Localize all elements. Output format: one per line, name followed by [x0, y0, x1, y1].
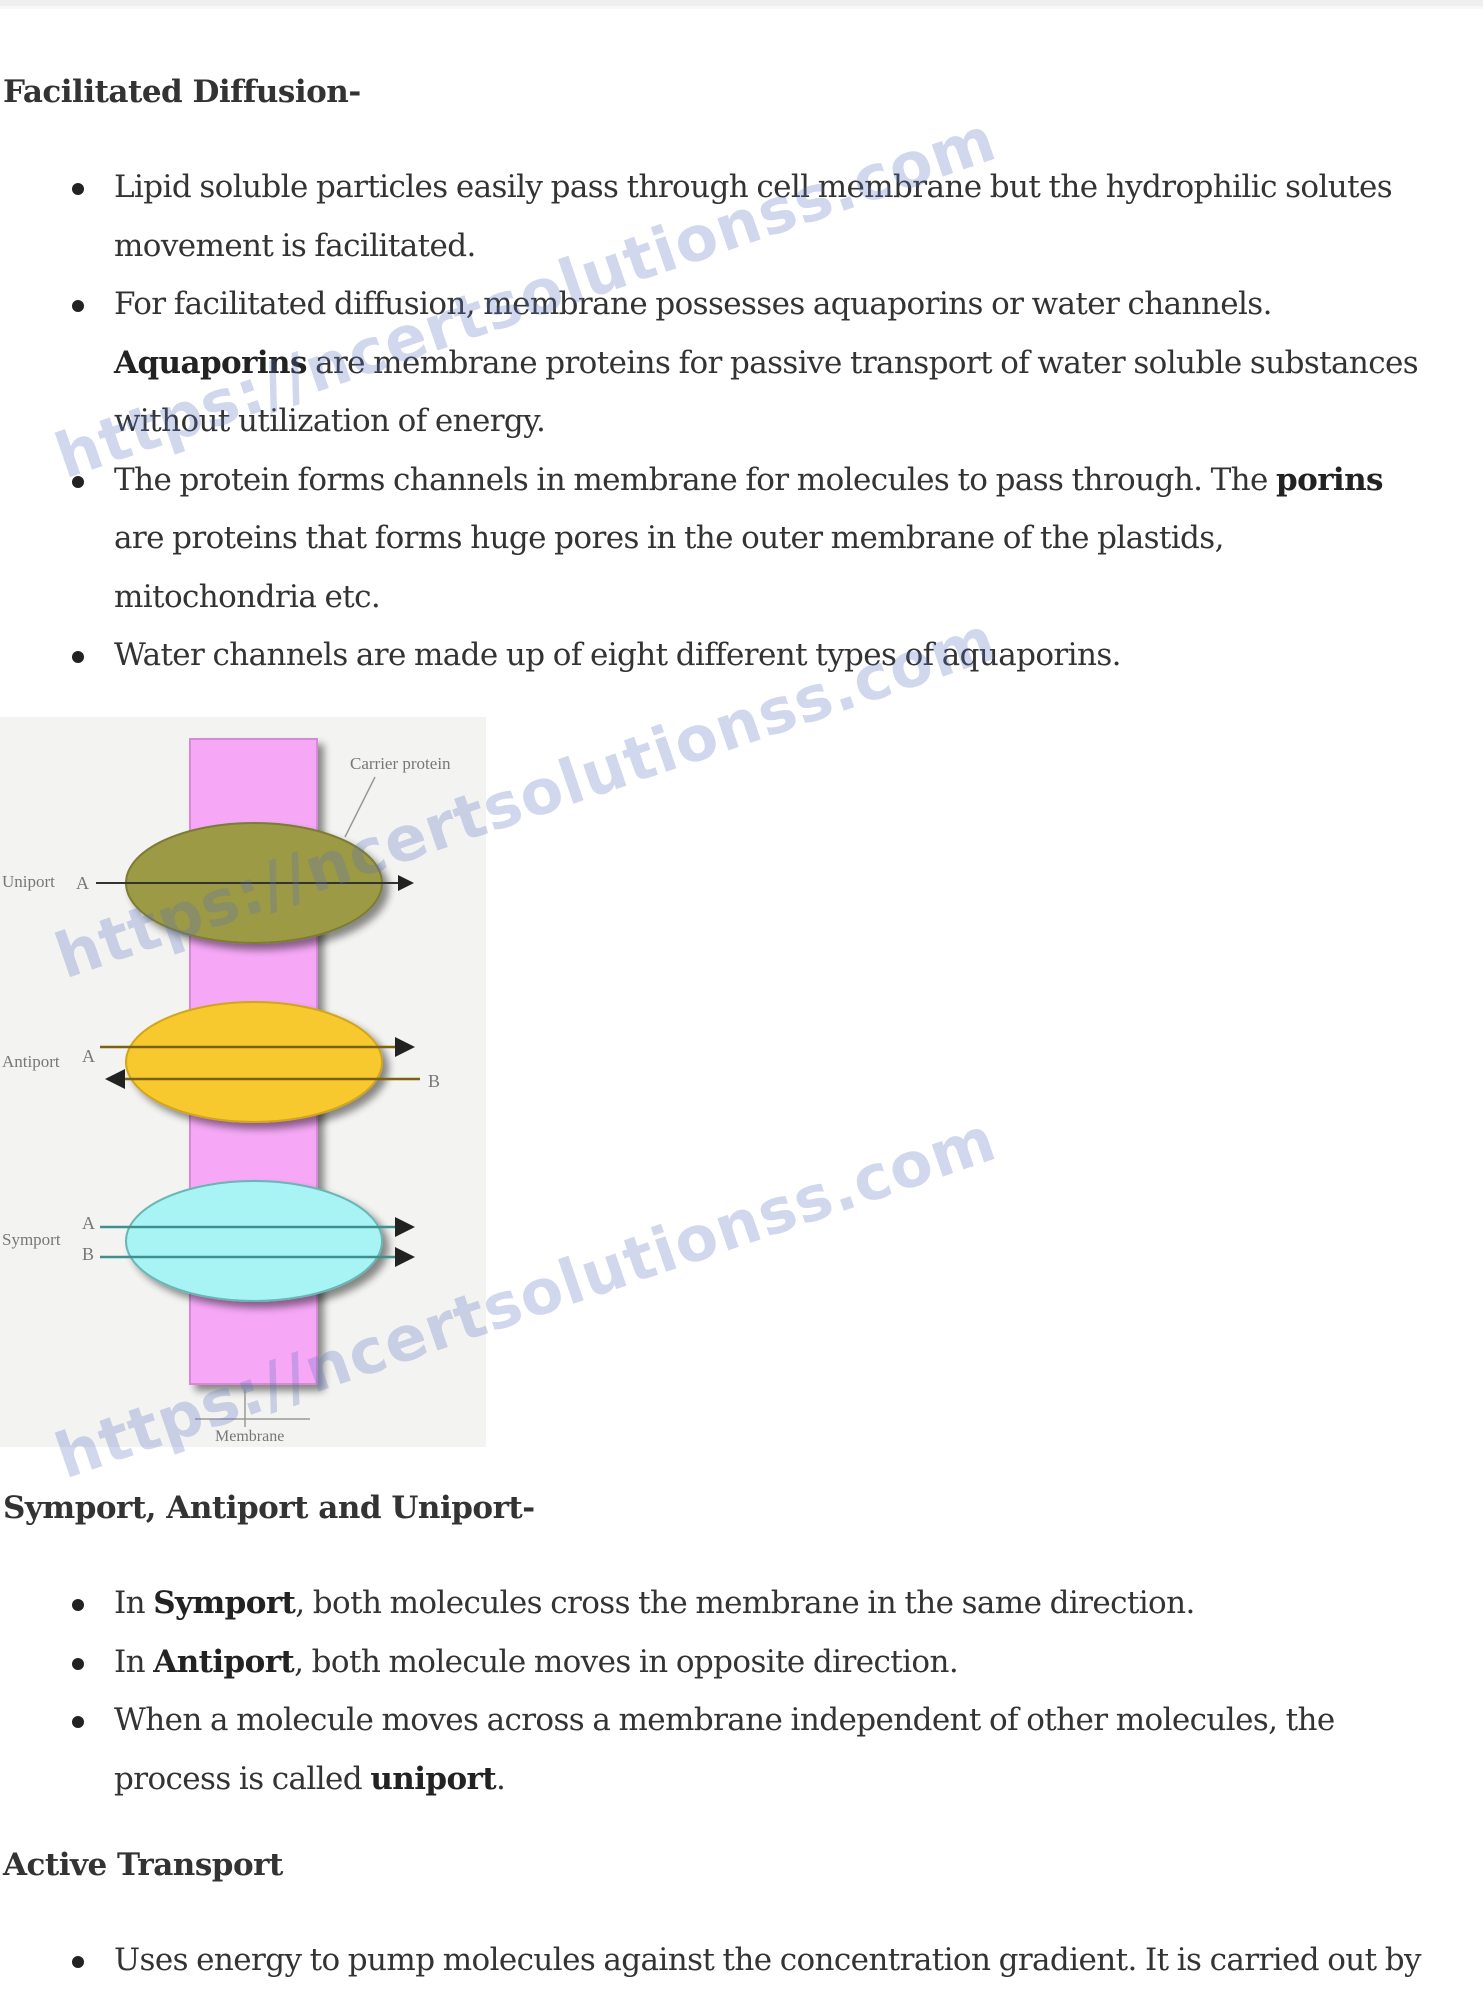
- carrier-protein-label: Carrier protein: [350, 754, 451, 773]
- symport-antiport-list: In Symport, both molecules cross the mem…: [0, 1574, 1483, 1808]
- list-item: Water channels are made up of eight diff…: [0, 626, 1483, 685]
- bullet-icon: [72, 651, 84, 663]
- antiport-protein: [125, 1001, 383, 1123]
- heading-symport-antiport-uniport: Symport, Antiport and Uniport-: [3, 1490, 535, 1526]
- carrier-protein-diagram: Carrier protein Uniport A Antiport A B S…: [0, 717, 486, 1447]
- heading-facilitated-diffusion: Facilitated Diffusion-: [3, 74, 361, 110]
- list-item: In Antiport, both molecule moves in oppo…: [0, 1633, 1483, 1692]
- bullet-icon: [72, 1716, 84, 1728]
- svg-text:A: A: [82, 1213, 95, 1233]
- bullet-icon: [72, 1657, 84, 1670]
- bullet-icon: [72, 300, 84, 312]
- list-item: The protein forms channels in membrane f…: [0, 451, 1483, 627]
- bullet-icon: [72, 475, 84, 488]
- bullet-icon: [72, 1599, 84, 1611]
- active-transport-list: Uses energy to pump molecules against th…: [0, 1931, 1483, 1990]
- membrane-label: Membrane: [215, 1428, 284, 1445]
- svg-text:A: A: [82, 1046, 95, 1066]
- list-item: Lipid soluble particles easily pass thro…: [0, 158, 1483, 275]
- bullet-icon: [72, 183, 84, 195]
- symport-label: Symport: [2, 1230, 61, 1249]
- antiport-label: Antiport: [2, 1052, 60, 1071]
- svg-text:A: A: [76, 873, 89, 893]
- bullet-icon: [72, 1956, 84, 1968]
- svg-text:B: B: [428, 1071, 440, 1091]
- symport-protein: [125, 1180, 383, 1302]
- uniport-label: Uniport: [2, 872, 55, 891]
- facilitated-diffusion-list: Lipid soluble particles easily pass thro…: [0, 158, 1483, 685]
- top-bar: [0, 0, 1483, 9]
- heading-active-transport: Active Transport: [3, 1847, 283, 1883]
- list-item: When a molecule moves across a membrane …: [0, 1691, 1483, 1808]
- list-item: In Symport, both molecules cross the mem…: [0, 1574, 1483, 1633]
- svg-text:B: B: [82, 1244, 94, 1264]
- list-item: Uses energy to pump molecules against th…: [0, 1931, 1483, 1990]
- list-item: For facilitated diffusion, membrane poss…: [0, 275, 1483, 451]
